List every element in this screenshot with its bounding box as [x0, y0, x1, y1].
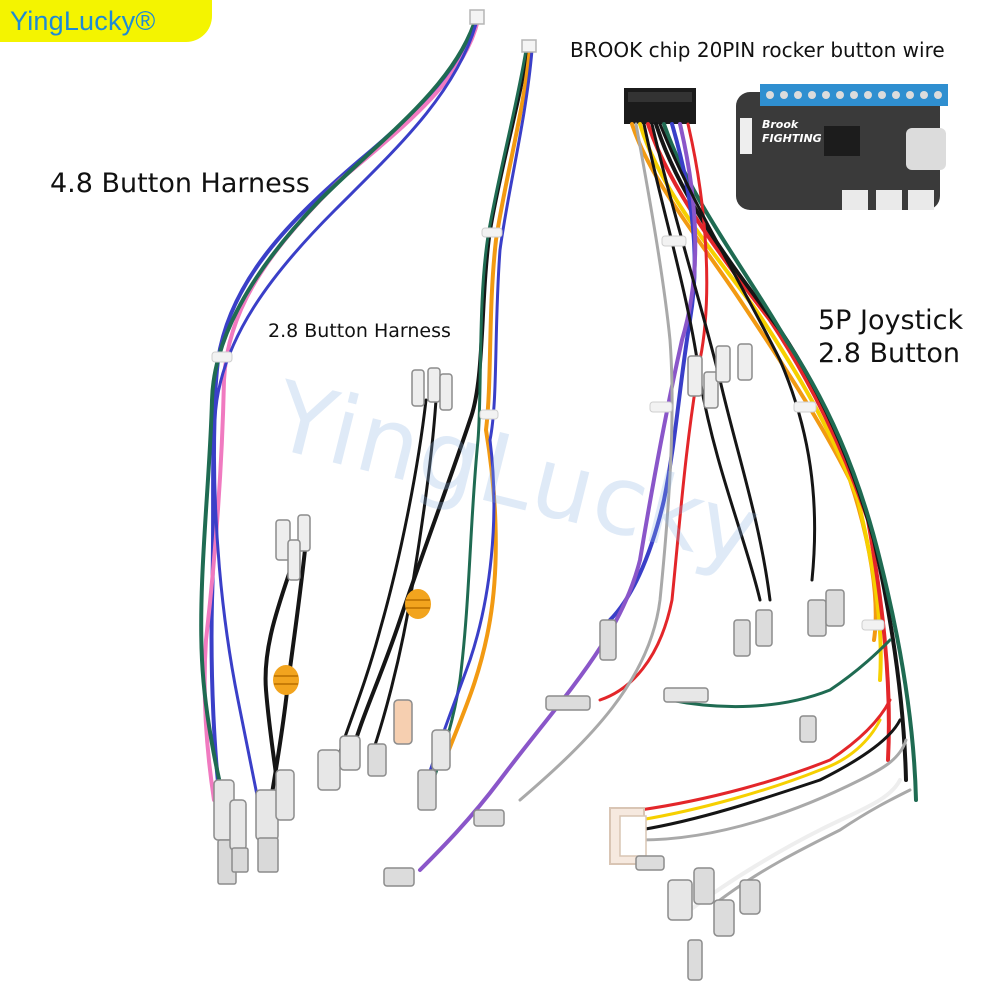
harness-48-ties — [211, 351, 233, 363]
brand-name: YingLucky® — [10, 5, 156, 36]
harness-28-connector — [521, 39, 537, 53]
label-joystick-line1: 5P Joystick — [818, 305, 964, 336]
brook-terminals — [383, 343, 845, 981]
board-logo-line2: FIGHTING — [762, 132, 822, 145]
label-joystick-block: 5P Joystick 2.8 Button — [818, 304, 963, 370]
harness-28-terminals — [317, 367, 453, 811]
harness-28-wires — [332, 46, 534, 792]
harness-28-ferrite — [405, 589, 431, 619]
harness-48-wires — [199, 18, 480, 822]
harness-48-ferrite — [273, 665, 299, 695]
label-28-button-harness: 2.8 Button Harness — [268, 320, 451, 342]
joystick-5p-connector — [609, 807, 647, 865]
harness-48-connector — [469, 9, 485, 25]
harness-28-ties — [479, 227, 503, 420]
brook-main-connector — [624, 88, 696, 124]
brand-badge: YingLucky® — [0, 0, 212, 42]
label-joystick-line2: 2.8 Button — [818, 338, 960, 369]
harness-48-terminals — [213, 514, 311, 885]
label-48-button-harness: 4.8 Button Harness — [50, 168, 310, 199]
board-logo-line1: Brook — [762, 118, 799, 131]
brook-ties — [649, 235, 885, 631]
brook-pcb-board — [736, 84, 948, 210]
label-brook-title: BROOK chip 20PIN rocker button wire — [570, 38, 945, 62]
brook-wires — [418, 122, 918, 912]
